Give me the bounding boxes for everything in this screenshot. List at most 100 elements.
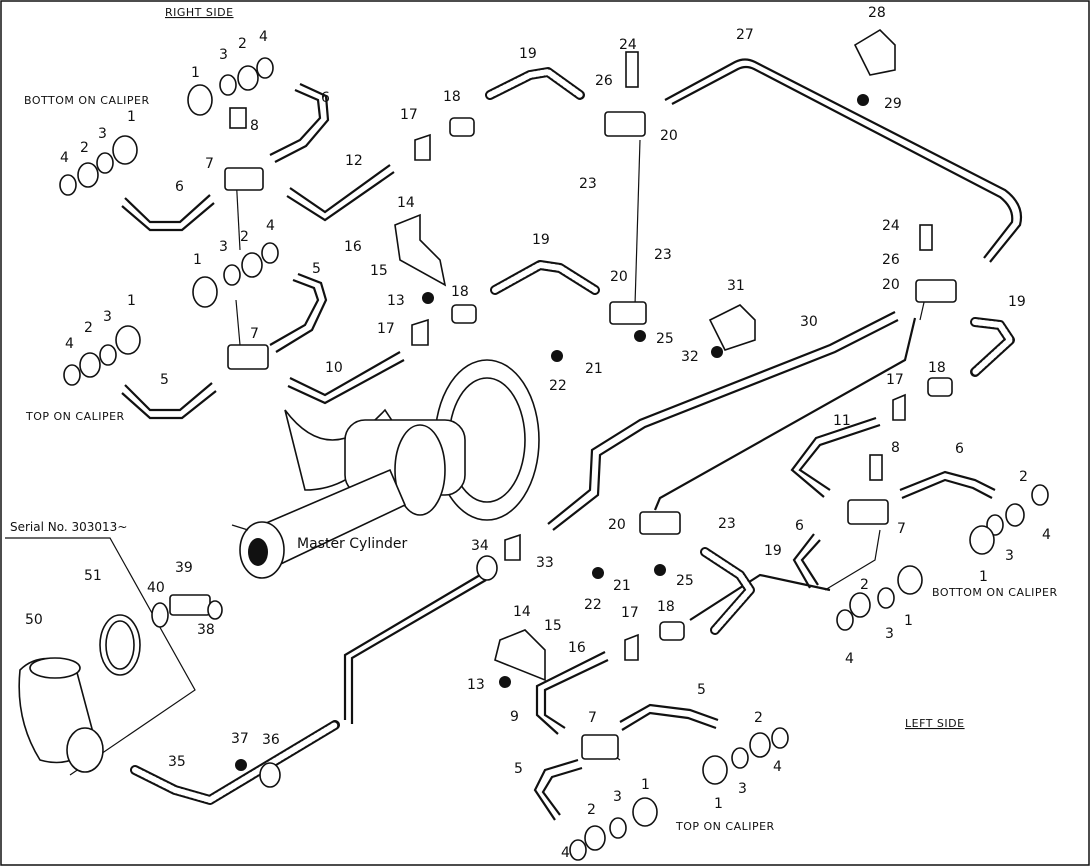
callout-3: 3: [738, 781, 747, 797]
callout-2: 2: [754, 710, 763, 726]
callout-1: 1: [191, 65, 200, 81]
callout-18: 18: [443, 89, 461, 105]
callout-18: 18: [928, 360, 946, 376]
callout-27: 27: [736, 27, 754, 43]
flex-hoses: [130, 67, 1015, 805]
callout-34: 34: [471, 538, 489, 554]
callout-4: 4: [845, 651, 854, 667]
callout-17: 17: [377, 321, 395, 337]
top-on-caliper-label-right: TOP ON CALIPER: [25, 410, 125, 423]
callout-23: 23: [579, 176, 597, 192]
left-side-label: LEFT SIDE: [905, 717, 965, 730]
callout-33: 33: [536, 555, 554, 571]
callout-20: 20: [882, 277, 900, 293]
callout-26: 26: [595, 73, 613, 89]
callout-23: 23: [654, 247, 672, 263]
callout-6: 6: [321, 90, 330, 106]
callout-26: 26: [882, 252, 900, 268]
callout-21: 21: [585, 361, 603, 377]
callout-2: 2: [860, 577, 869, 593]
callout-22: 22: [549, 378, 567, 394]
callout-21: 21: [613, 578, 631, 594]
callout-37: 37: [231, 731, 249, 747]
callout-30: 30: [800, 314, 818, 330]
bottom-on-caliper-label-left: BOTTOM ON CALIPER: [932, 586, 1058, 599]
callout-17: 17: [621, 605, 639, 621]
callout-1: 1: [641, 777, 650, 793]
callout-3: 3: [885, 626, 894, 642]
callout-17: 17: [400, 107, 418, 123]
callout-1: 1: [979, 569, 988, 585]
callout-23: 23: [718, 516, 736, 532]
callout-17: 17: [886, 372, 904, 388]
callout-3: 3: [103, 309, 112, 325]
callout-6: 6: [175, 179, 184, 195]
callout-50: 50: [25, 612, 43, 628]
callout-9: 9: [510, 709, 519, 725]
callout-19: 19: [519, 46, 537, 62]
callout-2: 2: [238, 36, 247, 52]
callout-14: 14: [397, 195, 415, 211]
callout-29: 29: [884, 96, 902, 112]
callout-5: 5: [312, 261, 321, 277]
callout-35: 35: [168, 754, 186, 770]
callout-25: 25: [676, 573, 694, 589]
callout-7: 7: [250, 326, 259, 342]
callout-1: 1: [127, 109, 136, 125]
callout-8: 8: [250, 118, 259, 134]
callout-3: 3: [219, 47, 228, 63]
callout-24: 24: [882, 218, 900, 234]
callout-1: 1: [714, 796, 723, 812]
callout-2: 2: [240, 229, 249, 245]
callout-4: 4: [266, 218, 275, 234]
bottom-on-caliper-label-right: BOTTOM ON CALIPER: [24, 94, 150, 107]
callout-1: 1: [127, 293, 136, 309]
callout-28: 28: [868, 5, 886, 21]
master-cylinder-label: Master Cylinder: [297, 536, 407, 552]
callout-numbers: 1 2 3 4 6 8 1 3 2 4 7 6 12 17 18 19 24 2…: [25, 5, 1051, 861]
callout-22: 22: [584, 597, 602, 613]
callout-19: 19: [532, 232, 550, 248]
callout-18: 18: [657, 599, 675, 615]
right-side-label: RIGHT SIDE: [165, 6, 234, 19]
callout-4: 4: [65, 336, 74, 352]
callout-13: 13: [387, 293, 405, 309]
callout-40: 40: [147, 580, 165, 596]
callout-2: 2: [80, 140, 89, 156]
callout-11: 11: [833, 413, 851, 429]
callout-5: 5: [160, 372, 169, 388]
callout-3: 3: [98, 126, 107, 142]
callout-15: 15: [544, 618, 562, 634]
callout-6: 6: [955, 441, 964, 457]
callout-24: 24: [619, 37, 637, 53]
callout-20: 20: [608, 517, 626, 533]
top-on-caliper-label-left: TOP ON CALIPER: [675, 820, 775, 833]
steel-pipes: [121, 58, 1023, 821]
callout-16: 16: [568, 640, 586, 656]
callout-1: 1: [193, 252, 202, 268]
callout-10: 10: [325, 360, 343, 376]
callout-36: 36: [262, 732, 280, 748]
callout-4: 4: [1042, 527, 1051, 543]
callout-2: 2: [587, 802, 596, 818]
callout-4: 4: [773, 759, 782, 775]
callout-2: 2: [84, 320, 93, 336]
callout-1: 1: [904, 613, 913, 629]
serial-number-label: Serial No. 303013~: [10, 520, 127, 534]
callout-32: 32: [681, 349, 699, 365]
small-fittings: [59, 28, 1049, 861]
callout-16: 16: [344, 239, 362, 255]
callout-20: 20: [610, 269, 628, 285]
callout-31: 31: [727, 278, 745, 294]
callout-19: 19: [1008, 294, 1026, 310]
callout-5: 5: [514, 761, 523, 777]
callout-7: 7: [588, 710, 597, 726]
callout-7: 7: [897, 521, 906, 537]
callout-5: 5: [697, 682, 706, 698]
callout-20: 20: [660, 128, 678, 144]
callout-12: 12: [345, 153, 363, 169]
callout-4: 4: [60, 150, 69, 166]
callout-38: 38: [197, 622, 215, 638]
